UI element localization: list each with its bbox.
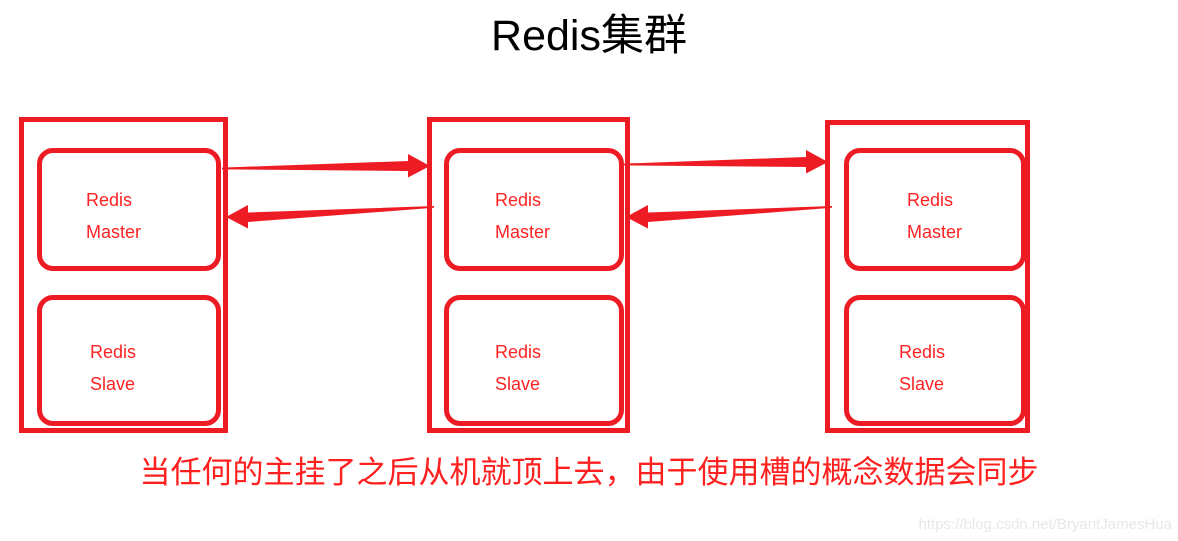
- redis-node-group-right: Redis Master Redis Slave: [825, 120, 1030, 433]
- redis-master-node-left: Redis Master: [37, 148, 221, 271]
- node-label-line2: Master: [495, 222, 551, 242]
- arrow-left-to-middle: [222, 154, 430, 178]
- node-label-line2: Slave: [899, 374, 945, 394]
- node-label-line2: Slave: [495, 374, 541, 394]
- node-label-slave-left: Redis Slave: [90, 336, 136, 400]
- redis-node-group-left: Redis Master Redis Slave: [19, 117, 228, 433]
- connection-group-middle-right: [624, 150, 832, 240]
- redis-slave-node-left: Redis Slave: [37, 295, 221, 426]
- node-label-line2: Master: [86, 222, 142, 242]
- redis-slave-node-right: Redis Slave: [844, 295, 1026, 426]
- redis-master-node-middle: Redis Master: [444, 148, 624, 271]
- node-label-line2: Slave: [90, 374, 136, 394]
- arrow-right-to-middle: [626, 205, 832, 229]
- node-label-master-left: Redis Master: [86, 184, 141, 248]
- node-label-line1: Redis: [495, 190, 542, 210]
- node-label-slave-middle: Redis Slave: [495, 336, 541, 400]
- node-label-line1: Redis: [90, 342, 137, 362]
- watermark-url: https://blog.csdn.net/BryantJamesHua: [918, 516, 1172, 533]
- node-label-line2: Master: [907, 222, 963, 242]
- node-label-master-middle: Redis Master: [495, 184, 550, 248]
- node-label-line1: Redis: [495, 342, 542, 362]
- node-label-master-right: Redis Master: [907, 184, 962, 248]
- diagram-caption: 当任何的主挂了之后从机就顶上去，由于使用槽的概念数据会同步: [139, 455, 1039, 490]
- node-label-slave-right: Redis Slave: [899, 336, 945, 400]
- node-label-line1: Redis: [899, 342, 946, 362]
- arrow-middle-to-left: [226, 205, 434, 229]
- redis-master-node-right: Redis Master: [844, 148, 1026, 271]
- arrow-middle-to-right: [624, 150, 828, 174]
- redis-slave-node-middle: Redis Slave: [444, 295, 624, 426]
- redis-node-group-middle: Redis Master Redis Slave: [427, 117, 630, 433]
- page-title: Redis集群: [491, 12, 687, 60]
- node-label-line1: Redis: [907, 190, 954, 210]
- connection-group-left-middle: [222, 150, 434, 240]
- node-label-line1: Redis: [86, 190, 133, 210]
